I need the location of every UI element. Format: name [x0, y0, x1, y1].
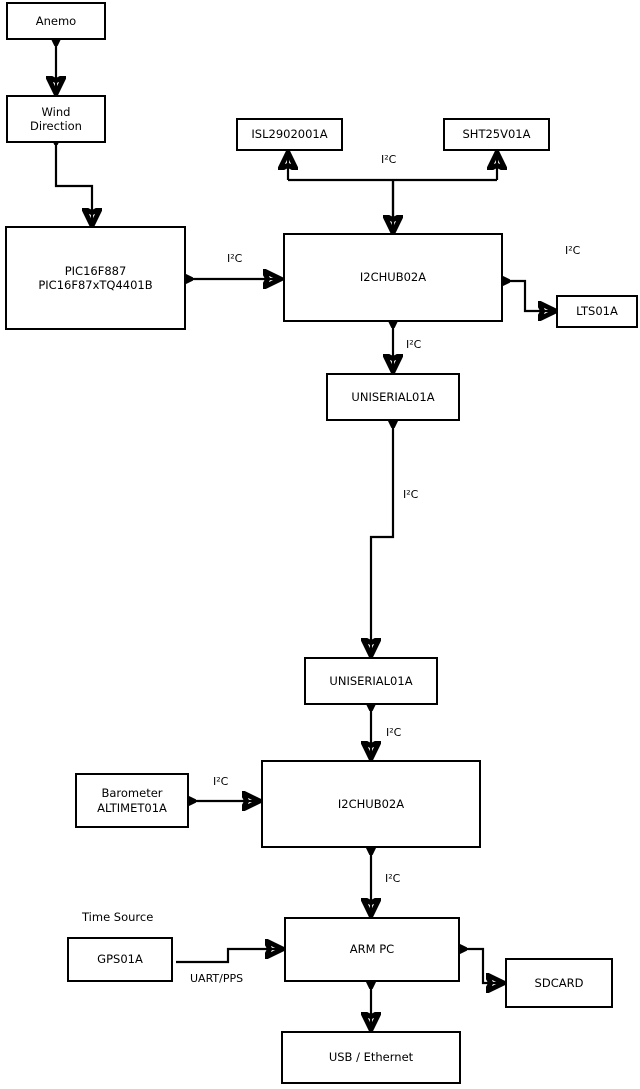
node-sdcard[interactable]: SDCARD — [505, 958, 613, 1008]
node-arm-pc[interactable]: ARM PC — [284, 917, 460, 982]
wire-armpc-sdcard — [463, 949, 502, 983]
edge-label-uart-pps: UART/PPS — [190, 972, 244, 985]
edge-label-i2c-sensor-bus: I²C — [381, 153, 397, 166]
node-anemo[interactable]: Anemo — [6, 2, 106, 40]
wire-wind-pic — [56, 141, 92, 224]
wire-unitop-unibot — [371, 424, 393, 654]
node-usb-ethernet-label: USB / Ethernet — [328, 1050, 414, 1065]
node-sht25v01a[interactable]: SHT25V01A — [443, 118, 550, 151]
wire-hubtop-lts — [506, 281, 554, 311]
node-usb-ethernet[interactable]: USB / Ethernet — [281, 1031, 461, 1084]
node-isl2902001a-label: ISL2902001A — [251, 127, 328, 142]
node-sht25v01a-label: SHT25V01A — [462, 127, 531, 142]
edge-label-i2c-barometer: I²C — [213, 775, 229, 788]
node-pic-mcu-label: PIC16F887 PIC16F87xTQ4401B — [38, 263, 153, 292]
edge-label-i2c-uniserial-uniserial: I²C — [403, 488, 419, 501]
node-i2chub02a-bottom-label: I2CHUB02A — [337, 796, 405, 811]
edge-label-i2c-lts: I²C — [565, 244, 581, 257]
label-time-source: Time Source — [82, 910, 154, 924]
wire-gps-armpc — [176, 949, 281, 964]
node-wind-direction-label: Wind Direction — [30, 104, 82, 133]
node-i2chub02a-bottom[interactable]: I2CHUB02A — [261, 760, 481, 848]
node-wind-direction[interactable]: Wind Direction — [6, 95, 106, 143]
node-uniserial01a-top-label: UNISERIAL01A — [351, 389, 435, 404]
edge-label-i2c-hub-armpc: I²C — [385, 872, 401, 885]
node-uniserial01a-bottom[interactable]: UNISERIAL01A — [304, 657, 438, 705]
edge-label-i2c-uniserial-hub: I²C — [386, 726, 402, 739]
node-barometer-altimet01a-label: Barometer ALTIMET01A — [97, 786, 167, 815]
node-anemo-label: Anemo — [35, 13, 77, 28]
edge-label-i2c-hub-uniserial: I²C — [406, 338, 422, 351]
node-i2chub02a-top[interactable]: I2CHUB02A — [283, 233, 503, 322]
node-sdcard-label: SDCARD — [534, 975, 584, 990]
node-gps01a-label: GPS01A — [97, 952, 143, 967]
node-i2chub02a-top-label: I2CHUB02A — [359, 270, 427, 285]
node-isl2902001a[interactable]: ISL2902001A — [236, 118, 343, 151]
node-pic-mcu[interactable]: PIC16F887 PIC16F87xTQ4401B — [5, 226, 186, 330]
node-uniserial01a-top[interactable]: UNISERIAL01A — [326, 373, 460, 421]
node-arm-pc-label: ARM PC — [349, 942, 395, 957]
node-barometer-altimet01a[interactable]: Barometer ALTIMET01A — [75, 773, 189, 828]
node-lts01a-label: LTS01A — [576, 304, 618, 319]
node-lts01a[interactable]: LTS01A — [556, 295, 638, 328]
node-gps01a[interactable]: GPS01A — [67, 937, 173, 982]
node-uniserial01a-bottom-label: UNISERIAL01A — [329, 673, 413, 688]
edge-label-i2c-pic-hub: I²C — [227, 252, 243, 265]
